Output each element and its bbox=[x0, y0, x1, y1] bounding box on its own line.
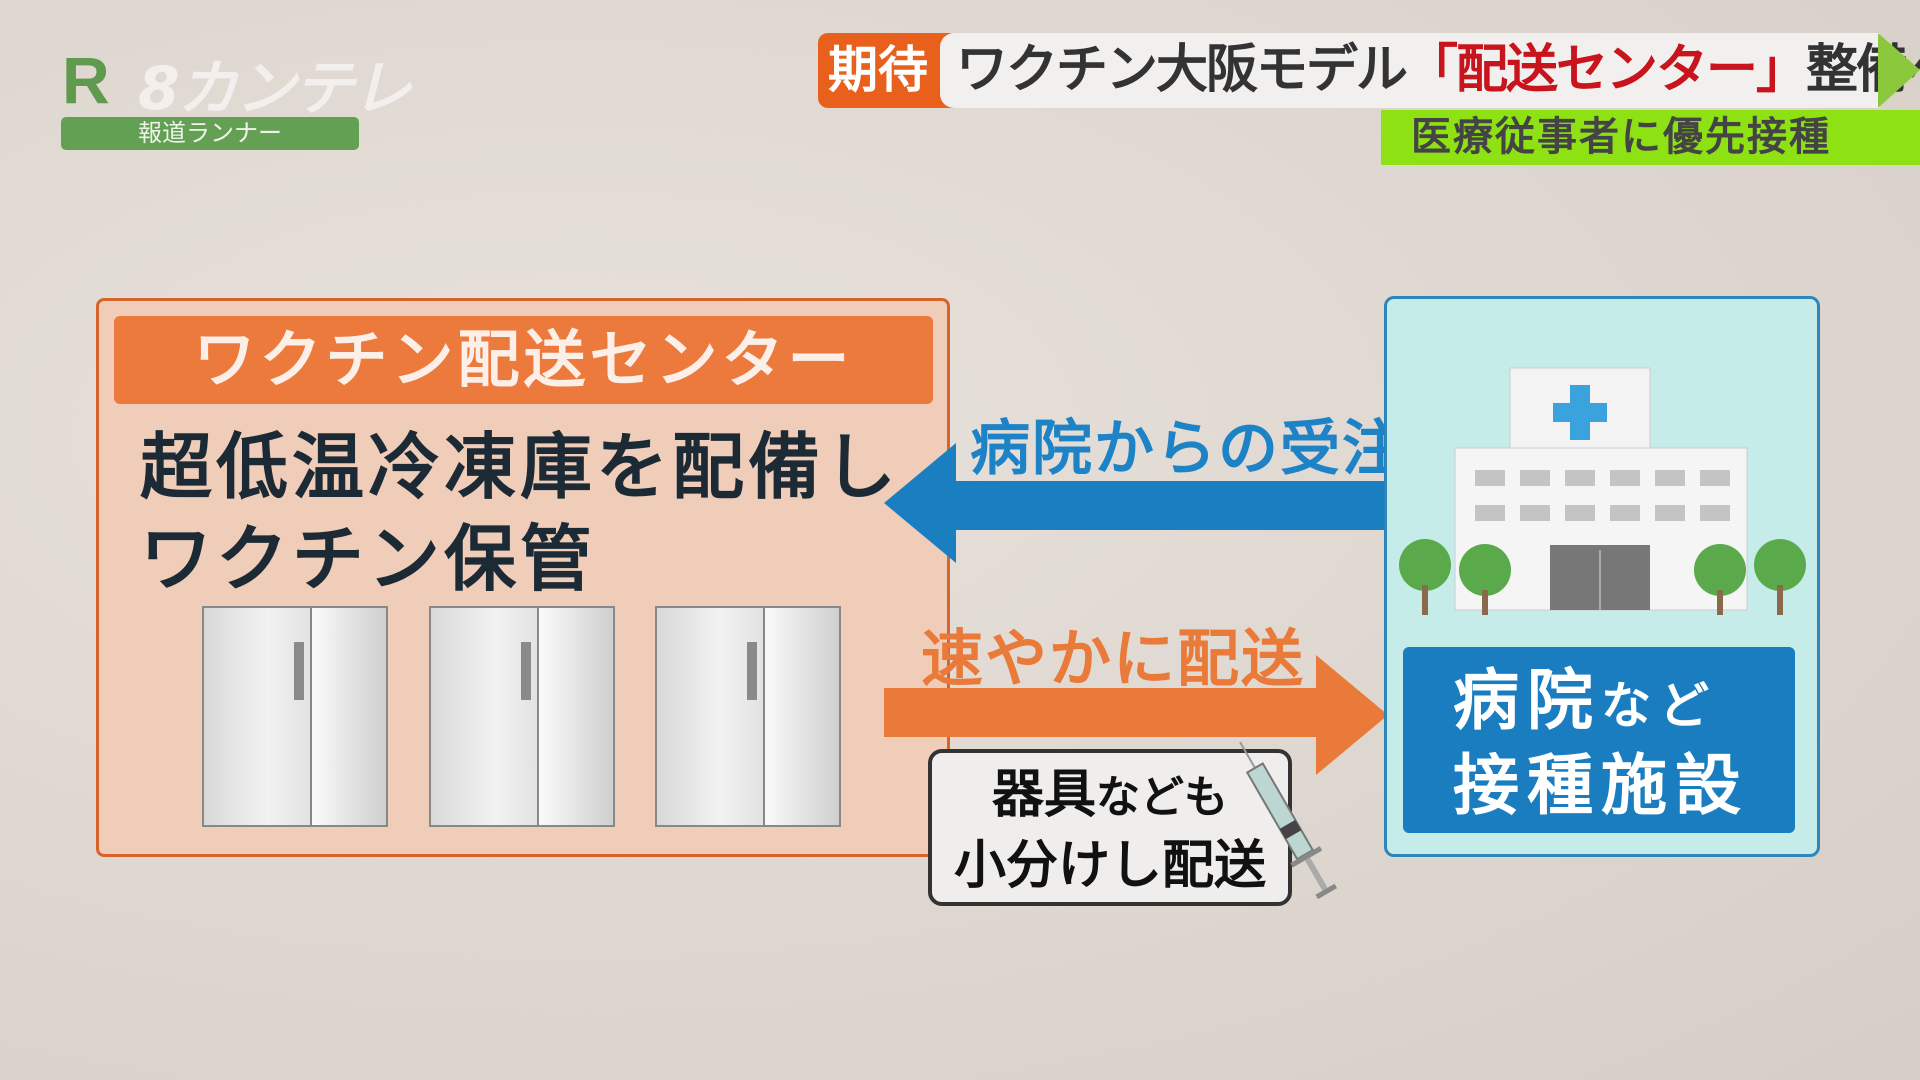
headline-highlight: 「配送センター」 bbox=[1406, 40, 1808, 100]
center-description-line2: ワクチン保管 bbox=[140, 517, 597, 601]
facility-line1b: など bbox=[1601, 677, 1717, 735]
facility-line2: 接種施設 bbox=[1453, 747, 1749, 824]
facility-label: 病院など 接種施設 bbox=[1403, 647, 1795, 833]
program-name-badge: 報道ランナー bbox=[61, 117, 359, 150]
distribution-center-title: ワクチン配送センター bbox=[114, 316, 933, 404]
channel-logo: 8カンテレ bbox=[138, 54, 412, 124]
headline-tag: 期待 bbox=[818, 33, 958, 108]
order-arrow bbox=[955, 481, 1420, 530]
delivery-arrow bbox=[884, 688, 1318, 737]
syringe-icon bbox=[1239, 741, 1338, 900]
headline-prefix: ワクチン大阪モデル bbox=[956, 40, 1408, 100]
headline-accent-triangle bbox=[1878, 33, 1920, 108]
note-line1a: 器具 bbox=[991, 765, 1096, 825]
headline-subtitle: 医療従事者に優先接種 bbox=[1381, 110, 1920, 165]
freezer-icon bbox=[655, 606, 841, 827]
delivery-arrow-head bbox=[1316, 655, 1388, 775]
note-line1b: なども bbox=[1096, 772, 1228, 823]
freezer-icon bbox=[429, 606, 615, 827]
headline-bar: ワクチン大阪モデル「配送センター」整備へ bbox=[940, 33, 1920, 108]
delivery-label: 速やかに配送 bbox=[921, 622, 1306, 695]
note-line2: 小分けし配送 bbox=[953, 836, 1266, 896]
logo-r: R bbox=[62, 43, 110, 117]
freezer-icon bbox=[202, 606, 388, 827]
hospital-icon bbox=[1399, 367, 1806, 615]
order-arrow-head bbox=[884, 443, 956, 563]
order-label: 病院からの受注 bbox=[970, 414, 1404, 484]
equipment-note: 器具なども 小分けし配送 bbox=[928, 749, 1292, 906]
center-description-line1: 超低温冷凍庫を配備し bbox=[140, 425, 901, 509]
facility-line1a: 病院 bbox=[1453, 662, 1601, 739]
